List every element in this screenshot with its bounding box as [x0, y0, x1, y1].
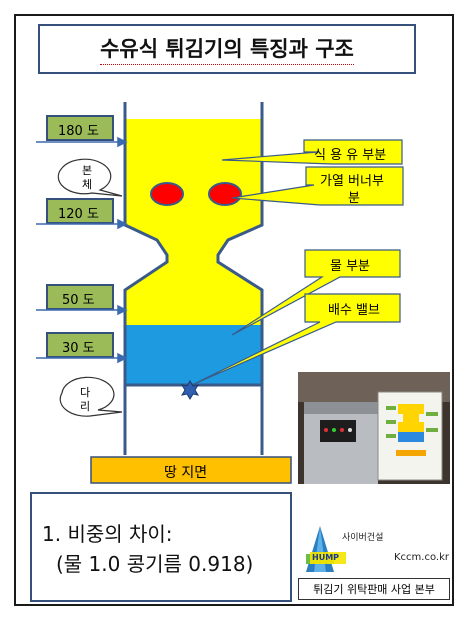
note-line-2: (물 1.0 콩기름 0.918) [56, 552, 254, 576]
temp-120-label: 120 도 [58, 207, 99, 222]
temp-50-label: 50 도 [62, 293, 95, 308]
ground-bar [90, 456, 292, 484]
burner-left [150, 182, 184, 206]
ground-label: 땅 지면 [164, 465, 208, 481]
temp-30-label: 30 도 [62, 341, 95, 356]
body-label-2: 체 [82, 178, 93, 191]
temp-tags [46, 115, 114, 358]
page-title: 수유식 튀김기의 특징과 구조 [100, 33, 354, 65]
oil-label: 식 용 유 부분 [314, 148, 387, 163]
note-box: 1. 비중의 차이: (물 1.0 콩기름 0.918) [30, 492, 292, 602]
title-box: 수유식 튀김기의 특징과 구조 [38, 24, 416, 74]
burner-label-1: 가열 버너부 [320, 174, 384, 189]
legs-bubble [59, 376, 123, 417]
valve-callout [193, 293, 401, 385]
footer-box: 튀김기 위탁판매 사업 본부 [298, 578, 450, 600]
water-label: 물 부분 [330, 259, 371, 274]
temp-180-label: 180 도 [58, 124, 99, 139]
logo-company-name: 사이버건설 [342, 533, 384, 543]
fryer-photo [298, 372, 450, 484]
burner-right [208, 182, 242, 206]
footer-text: 튀김기 위탁판매 사업 본부 [313, 583, 435, 596]
burner-callout [231, 166, 404, 206]
body-label-1: 본 [82, 164, 93, 177]
legs-label-2: 리 [80, 400, 91, 413]
drain-valve-icon [180, 380, 200, 400]
legs-label-1: 다 [80, 386, 91, 399]
water-region [125, 325, 262, 385]
logo-site: Kccm.co.kr [394, 552, 449, 563]
page-frame [14, 14, 454, 606]
oil-region [125, 119, 262, 325]
note-line-1: 1. 비중의 차이: [42, 522, 173, 546]
temp-arrows [36, 136, 128, 364]
logo-badge: HUMP [312, 553, 340, 562]
water-callout [231, 249, 401, 336]
burner-label-2: 분 [348, 191, 360, 206]
valve-label: 배수 밸브 [328, 303, 380, 318]
body-bubble [57, 158, 123, 197]
company-logo: 사이버건설 HUMP Kccm.co.kr [298, 522, 450, 578]
oil-callout [221, 139, 403, 165]
